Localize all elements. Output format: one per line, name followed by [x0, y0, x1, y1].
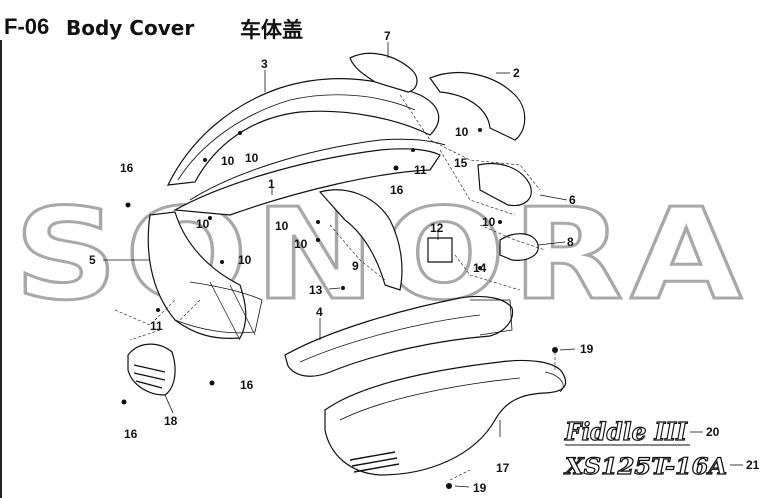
fasteners	[121, 128, 558, 489]
callout-7: 7	[384, 29, 391, 43]
part-handle-cover-small	[349, 52, 418, 93]
section-code: F-06	[4, 14, 50, 39]
callout-21: 21	[746, 458, 760, 472]
part-small-plate	[427, 237, 453, 263]
callout-12: 12	[430, 221, 444, 235]
callout-15: 15	[454, 156, 468, 170]
assembly-lines	[114, 94, 556, 481]
callout-11-b: 11	[414, 163, 427, 177]
section-title-cn: 车体盖	[240, 18, 303, 42]
callout-2: 2	[513, 66, 520, 80]
callout-10-d: 10	[275, 219, 289, 233]
callout-8: 8	[567, 235, 574, 249]
callout-16-b: 16	[390, 183, 404, 197]
callout-10-b: 10	[245, 151, 259, 165]
callout-17: 17	[496, 461, 510, 475]
callout-20: 20	[706, 425, 720, 439]
callout-9: 9	[352, 259, 359, 273]
callout-18: 18	[164, 414, 178, 428]
callout-10-f: 10	[238, 253, 252, 267]
part-floor-cover	[284, 295, 514, 377]
callout-13: 13	[309, 283, 323, 297]
callout-16-d: 16	[124, 427, 138, 441]
callout-10-g: 10	[455, 125, 469, 139]
section-title: Body Cover	[66, 16, 195, 40]
callout-11-a: 11	[150, 319, 163, 333]
model-code-text: XS125T-16A	[563, 454, 727, 480]
model-logo-text: Fiddle III	[564, 417, 688, 446]
part-inner-cover	[173, 148, 441, 216]
part-side-panel-right	[477, 162, 532, 207]
callout-labels: 1 2 3 4 5 6 7 8 9 10 10 10 10 10 10 10 1…	[89, 29, 760, 495]
part-side-bracket	[499, 233, 539, 261]
callout-6: 6	[569, 193, 576, 207]
callout-10-e: 10	[294, 237, 308, 251]
callout-3: 3	[261, 57, 268, 71]
callout-14: 14	[473, 261, 487, 275]
part-side-cover-left	[147, 211, 247, 340]
callout-10-h: 10	[482, 215, 496, 229]
callout-10-a: 10	[221, 154, 235, 168]
part-center-bracket	[318, 189, 403, 291]
parts-group	[127, 52, 567, 476]
callout-19-a: 19	[580, 342, 594, 356]
leader-lines	[103, 42, 743, 488]
callout-16-c: 16	[240, 378, 254, 392]
part-front-upper-cover	[166, 78, 440, 186]
callout-16-a: 16	[120, 161, 134, 175]
frame-border	[0, 40, 2, 498]
callout-19-b: 19	[473, 481, 487, 495]
callout-10-c: 10	[196, 217, 210, 231]
callout-5: 5	[89, 253, 96, 267]
part-handle-cover-right	[429, 72, 526, 141]
part-rear-side-panel	[324, 359, 567, 476]
callout-1: 1	[268, 177, 275, 191]
callout-4: 4	[316, 305, 323, 319]
